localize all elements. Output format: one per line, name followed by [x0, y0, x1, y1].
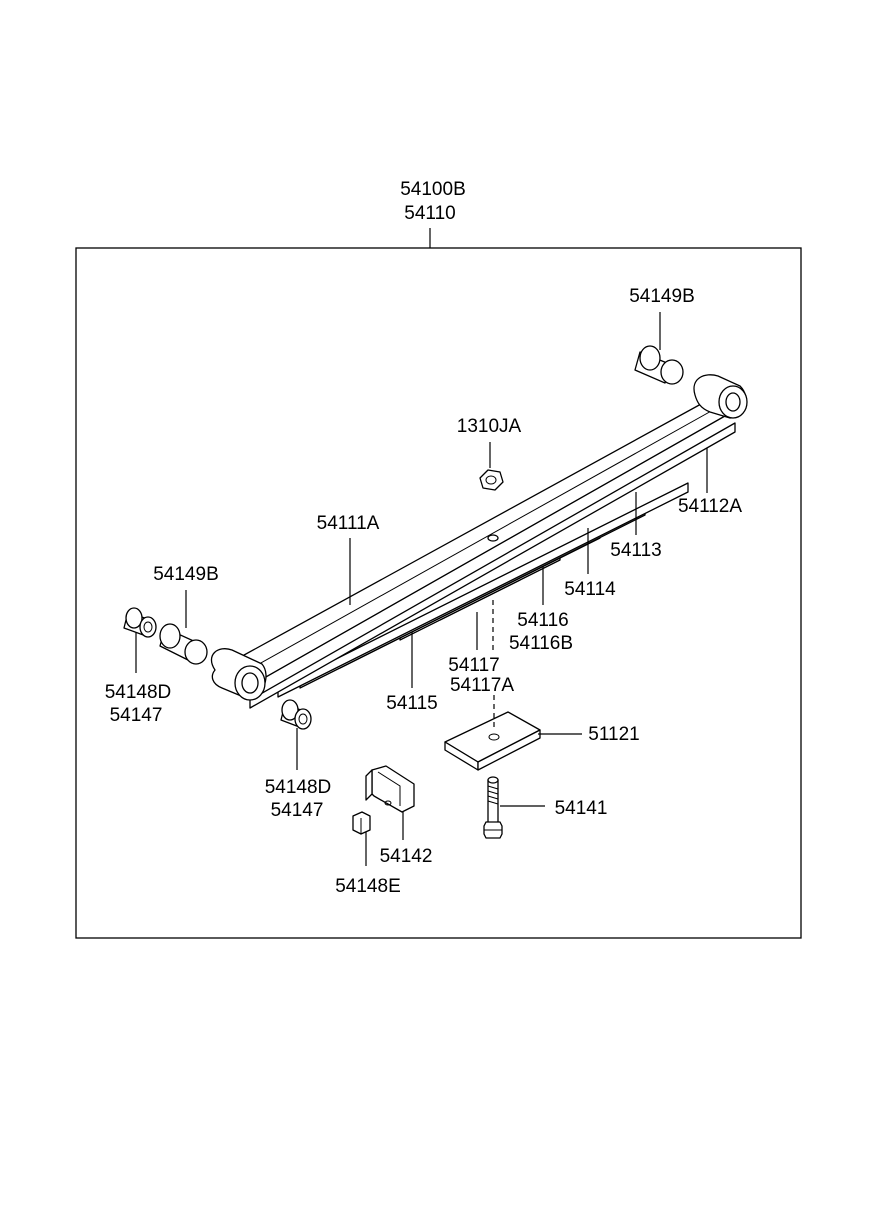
spring-pad — [444, 711, 541, 771]
label-54117[interactable]: 54117 — [448, 655, 499, 676]
diagram-frame — [75, 247, 802, 939]
label-54147-lower[interactable]: 54147 — [271, 800, 324, 821]
label-54116B[interactable]: 54116B — [509, 633, 573, 654]
label-54142[interactable]: 54142 — [380, 846, 433, 867]
left-spring-eye — [210, 648, 267, 701]
right-spring-eye — [693, 374, 748, 419]
center-hole — [487, 534, 499, 542]
bolt — [483, 776, 503, 839]
label-54149B-right[interactable]: 54149B — [629, 286, 695, 307]
label-54111A[interactable]: 54111A — [317, 513, 380, 534]
leaf-3 — [277, 482, 689, 698]
label-54115[interactable]: 54115 — [386, 693, 437, 714]
bush-lower-small — [280, 699, 312, 730]
label-1310JA[interactable]: 1310JA — [457, 416, 522, 437]
nut — [479, 469, 504, 491]
main-leaf-edge — [249, 411, 733, 687]
label-54112A[interactable]: 54112A — [678, 496, 742, 517]
label-54116[interactable]: 54116 — [517, 610, 568, 631]
label-54113[interactable]: 54113 — [610, 540, 661, 561]
label-54148E[interactable]: 54148E — [335, 876, 401, 897]
label-54117A[interactable]: 54117A — [450, 675, 514, 696]
label-assembly-54110[interactable]: 54110 — [404, 203, 455, 224]
leaf-2 — [249, 422, 736, 709]
clip — [365, 765, 415, 813]
bushing-left — [159, 623, 208, 665]
leaf-spring-pack — [210, 374, 748, 709]
label-assembly-54100B[interactable]: 54100B — [400, 179, 466, 200]
label-54141[interactable]: 54141 — [555, 798, 608, 819]
label-54147-left[interactable]: 54147 — [110, 705, 163, 726]
label-54148D-lower[interactable]: 54148D — [265, 777, 332, 798]
bushing-right — [634, 345, 684, 385]
label-51121[interactable]: 51121 — [588, 724, 639, 745]
clip-pin — [352, 811, 371, 835]
bush-left-small — [123, 607, 157, 638]
main-leaf-mid — [242, 404, 723, 674]
label-54148D-left[interactable]: 54148D — [105, 682, 172, 703]
label-54149B-left[interactable]: 54149B — [153, 564, 219, 585]
label-54114[interactable]: 54114 — [564, 579, 616, 600]
